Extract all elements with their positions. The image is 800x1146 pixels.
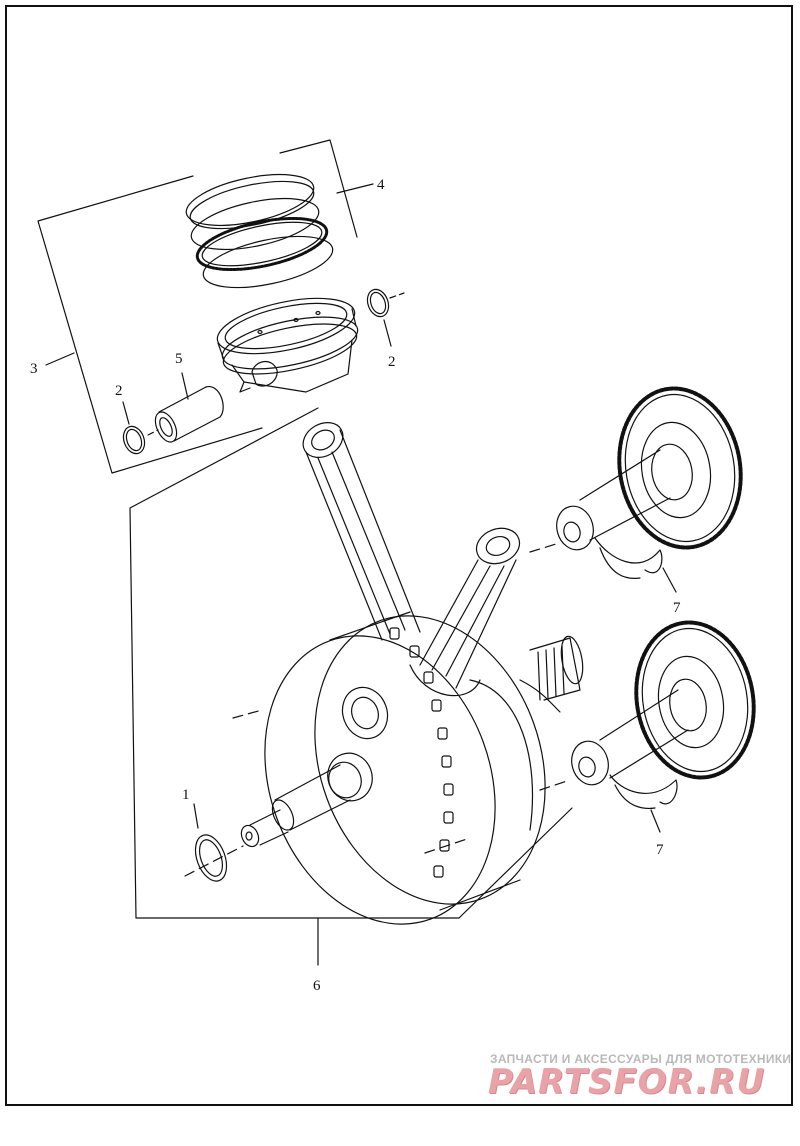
wrist-pin (154, 386, 224, 443)
flywheel-teeth (389, 627, 454, 878)
callout-7-upper: 7 (673, 600, 681, 616)
leader-2-right (383, 319, 392, 347)
axis-cam-upper (529, 543, 557, 553)
callout-6: 6 (313, 978, 321, 994)
axis-pin-right (389, 292, 405, 299)
piston-group-bracket (37, 139, 358, 474)
crankshaft-drive-side (240, 752, 373, 848)
leader-5 (181, 372, 189, 400)
connecting-rod-rear (302, 422, 421, 641)
watermark-logo: PARTSFOR.RU (488, 1062, 766, 1102)
flywheel (264, 611, 546, 925)
retaining-ring (194, 834, 228, 882)
crank-assembly-bracket (129, 407, 573, 919)
drawing-border (5, 5, 793, 1106)
splined-shaft (519, 635, 584, 713)
axis-crank-upper (232, 709, 263, 719)
leader-7-lower (650, 809, 661, 833)
axis-crank-right (424, 837, 471, 854)
piston-rings (185, 173, 334, 289)
callout-2-left: 2 (115, 383, 123, 399)
circlip-left (122, 425, 146, 455)
piston (216, 297, 359, 393)
callout-7-lower: 7 (656, 842, 664, 858)
cam-gear-lower (571, 620, 756, 810)
axis-crank-lower (184, 845, 244, 877)
callout-1: 1 (182, 787, 190, 803)
connecting-rod-front (409, 527, 521, 697)
callout-5: 5 (175, 351, 183, 367)
leader-1 (193, 803, 199, 829)
watermark-tagline: ЗАПЧАСТИ И АКСЕССУАРЫ ДЛЯ МОТОТЕХНИКИ (490, 1052, 792, 1066)
leader-7-upper (662, 567, 677, 593)
cam-gear-upper (556, 386, 743, 579)
axis-pin-left (147, 429, 159, 436)
leader-3 (45, 352, 75, 366)
callout-4: 4 (377, 177, 385, 193)
callout-3: 3 (30, 361, 38, 377)
axis-cam-lower (539, 779, 571, 791)
circlip-right (366, 288, 390, 318)
leader-4 (336, 183, 374, 194)
callout-2-right: 2 (388, 354, 396, 370)
leader-2-left (122, 401, 130, 425)
